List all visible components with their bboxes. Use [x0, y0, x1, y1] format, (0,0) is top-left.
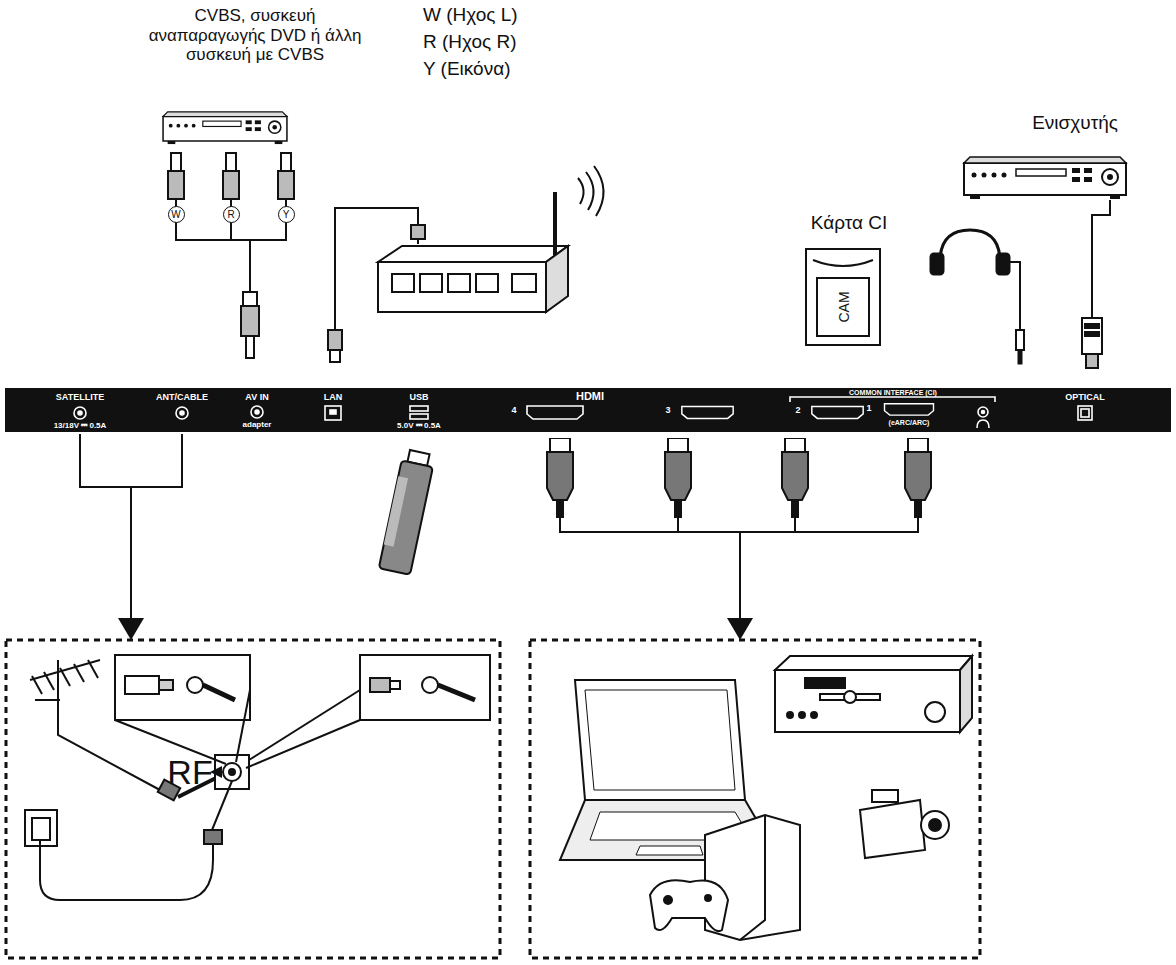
port-group-name: COMMON INTERFACE (CI): [849, 389, 937, 397]
port-name: SATELLITE: [56, 392, 104, 402]
signal-name: RF: [167, 753, 212, 792]
port-number: 2: [795, 405, 800, 415]
port-rating: 5.0V ⎓ 0.5A: [397, 421, 441, 430]
port-name: ANT/CABLE: [156, 392, 208, 402]
port-name: AV IN: [245, 392, 268, 402]
plug-letter: R: [223, 206, 240, 223]
device-name: Ενισχυτής: [1032, 112, 1118, 134]
signal-name: Y (Εικόνα): [423, 58, 510, 80]
plug-letter: Y: [278, 206, 295, 223]
hdmi-logo: HDMI: [576, 390, 604, 403]
port-number: 4: [511, 405, 516, 415]
port-number: 3: [665, 405, 670, 415]
port-rating: 13/18V ⎓ 0.5A: [54, 421, 107, 430]
card-heading: Κάρτα CI: [811, 212, 887, 234]
signal-name: W (Ηχος L): [423, 4, 518, 26]
cam-card: Κάρτα CICAM: [805, 248, 881, 346]
plug-letter: W: [168, 206, 185, 223]
port-number: 1: [866, 403, 871, 413]
port-note: adapter: [243, 420, 272, 429]
card-text: CAM: [835, 291, 851, 322]
device-caption: CVBS, συσκευή αναπαραγωγής DVD ή άλλη συ…: [148, 6, 363, 65]
port-name: USB: [409, 392, 428, 402]
signal-name: R (Ηχος R): [423, 31, 517, 53]
port-name: LAN: [324, 392, 343, 402]
port-note: (eARC/ARC): [889, 419, 930, 427]
port-name: OPTICAL: [1065, 392, 1105, 402]
